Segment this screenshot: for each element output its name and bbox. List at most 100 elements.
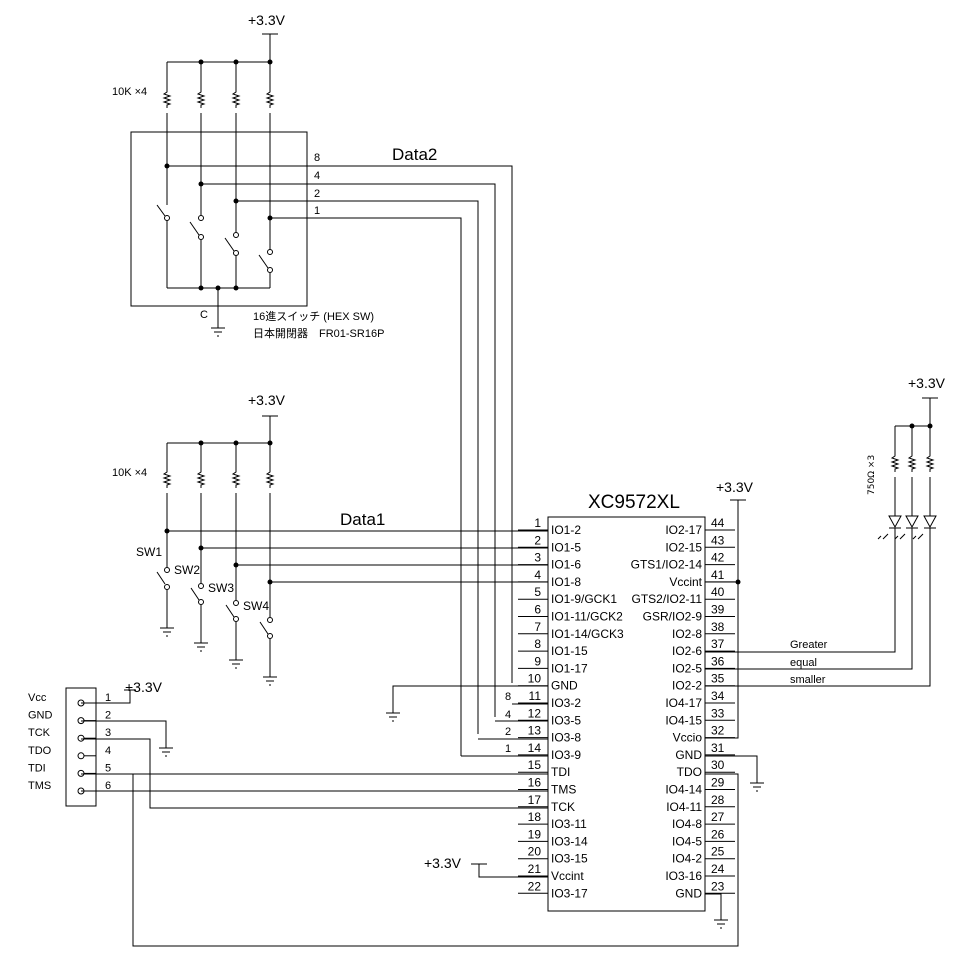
chip-left-pin-number: 16 xyxy=(528,776,542,790)
chip-left-pin-number: 20 xyxy=(528,845,542,859)
jtag-signal-name: TDO xyxy=(28,745,52,757)
chip-left-pin-number: 22 xyxy=(528,879,542,893)
chip-left-pin-number: 7 xyxy=(534,620,541,634)
data2-label: Data2 xyxy=(392,145,437,164)
jtag-signal-name: Vcc xyxy=(28,692,47,704)
hex-pin-4: 4 xyxy=(314,170,320,182)
chip-right-pin-number: 28 xyxy=(711,793,725,807)
led-section: +3.3V 750Ω ×3 Greater equal smaller xyxy=(705,375,946,687)
jtag-pin-number: 1 xyxy=(105,692,111,704)
chip-right-pin-label: IO2-6 xyxy=(672,644,702,658)
jtag-pin-number: 4 xyxy=(105,745,111,757)
chip-right-pin-number: 31 xyxy=(711,741,725,755)
chip-right-pin-number: 29 xyxy=(711,776,725,790)
chip-left-pin-label: IO1-2 xyxy=(551,523,581,537)
chip-right-pin-label: GND xyxy=(675,748,702,762)
jtag-signal-name: TMS xyxy=(28,780,51,792)
vcc-label: +3.3V xyxy=(125,679,163,695)
chip-right-pin-label: IO4-5 xyxy=(672,834,702,848)
chip-left-pin-label: IO3-2 xyxy=(551,696,581,710)
resistor-label-led: 750Ω ×3 xyxy=(867,455,877,495)
jtag-signal-name: TCK xyxy=(28,727,51,739)
chip-right-pin-label: IO4-2 xyxy=(672,852,702,866)
chip-right-pin-number: 34 xyxy=(711,689,725,703)
vcc-label: +3.3V xyxy=(908,375,946,391)
chip-left-pin-number: 11 xyxy=(529,689,542,703)
jtag-signal-name: GND xyxy=(28,710,53,722)
chip-left-pin-label: IO3-15 xyxy=(551,852,588,866)
chip-body xyxy=(547,516,706,912)
chip-left-pin-label: IO3-11 xyxy=(551,817,587,831)
jtag-pin-number: 3 xyxy=(105,727,111,739)
greater-label: Greater xyxy=(790,639,828,651)
data2-pin-2: 2 xyxy=(505,726,511,738)
chip-left-pin-label: IO1-17 xyxy=(551,661,588,675)
chip-right-pin-number: 30 xyxy=(711,758,725,772)
chip-right-pin-label: GND xyxy=(675,886,702,900)
data2-pin-4: 4 xyxy=(505,709,511,721)
chip-right-pin-label: IO4-14 xyxy=(665,783,702,797)
jtag-pin-hole xyxy=(77,769,85,777)
vcc-label: +3.3V xyxy=(248,12,286,28)
chip-left-pin-label: TMS xyxy=(551,783,576,797)
vcc-label: +3.3V xyxy=(716,479,754,495)
hex-pin-1: 1 xyxy=(314,205,320,217)
chip-right-pin-number: 37 xyxy=(711,637,725,651)
chip-left-pin-label: IO3-5 xyxy=(551,713,581,727)
vcc-label: +3.3V xyxy=(424,855,462,871)
hex-desc-1: 16進スイッチ (HEX SW) xyxy=(253,310,374,323)
hex-internal-switches xyxy=(156,166,273,337)
chip-right-pin-number: 38 xyxy=(711,620,725,634)
jtag-signal-name: TDI xyxy=(28,762,46,774)
chip-left-pin-number: 9 xyxy=(534,654,541,668)
chip-left-pin-label: IO3-8 xyxy=(551,731,581,745)
chip-right-pin-label: IO2-5 xyxy=(672,661,702,675)
sw4-label: SW4 xyxy=(243,599,269,613)
chip-left-pin-number: 4 xyxy=(534,568,541,582)
jtag-pin-number: 2 xyxy=(105,710,111,722)
data2-pin-1: 1 xyxy=(505,743,511,755)
chip-right-pin-number: 26 xyxy=(711,827,725,841)
resistor-label-mid: 10K ×4 xyxy=(112,467,147,479)
chip-left-pin-label: IO1-6 xyxy=(551,558,581,572)
sw2-label: SW2 xyxy=(174,563,200,577)
equal-label: equal xyxy=(790,657,817,669)
smaller-label: smaller xyxy=(790,674,826,686)
chip-left-pin-number: 19 xyxy=(528,827,542,841)
chip-left-pin-number: 14 xyxy=(528,741,542,755)
chip-left-pin-number: 6 xyxy=(534,603,541,617)
chip-left-pin-number: 5 xyxy=(534,585,541,599)
chip-left-pin-label: IO1-15 xyxy=(551,644,588,658)
jtag-box xyxy=(65,687,97,807)
chip-left-pin-label: IO1-11/GCK2 xyxy=(551,610,623,624)
chip-right-pin-label: IO4-15 xyxy=(665,713,702,727)
chip-right-pin-label: GTS1/IO2-14 xyxy=(631,558,703,572)
jtag-pin-number: 5 xyxy=(105,762,111,774)
chip-right-pin-label: Vccint xyxy=(669,575,702,589)
chip-left-pin-label: IO3-14 xyxy=(551,834,588,848)
chip-left-pin-number: 2 xyxy=(534,533,541,547)
chip-name: XC9572XL xyxy=(588,492,680,513)
chip-right-pin-label: IO2-15 xyxy=(665,540,702,554)
jtag-pin-hole xyxy=(77,752,85,760)
chip-right-pin-label: Vccio xyxy=(673,731,703,745)
chip-right-pin-number: 33 xyxy=(711,706,725,720)
chip-left-pin-number: 18 xyxy=(528,810,542,824)
chip-left-pin-number: 10 xyxy=(528,672,542,686)
hex-switch-section: +3.3V 10K ×4 xyxy=(112,12,513,756)
chip-left-pin-number: 13 xyxy=(528,724,542,738)
hex-pin-8: 8 xyxy=(314,152,320,164)
chip-right-pin-number: 39 xyxy=(711,603,725,617)
chip-left-pin-label: GND xyxy=(551,679,578,693)
chip-left-pin-label: IO1-9/GCK1 xyxy=(551,592,617,606)
data1-label: Data1 xyxy=(340,510,385,529)
chip-right-pin-label: IO2-2 xyxy=(672,679,702,693)
data1-switch-section: +3.3V 10K ×4 Data1 SW1 SW2 SW3 SW4 xyxy=(112,392,548,686)
chip-right-pin-label: IO3-16 xyxy=(665,869,702,883)
chip-right-pin-number: 43 xyxy=(711,533,725,547)
resistor-label-top: 10K ×4 xyxy=(112,86,147,98)
chip-left-pin-label: TCK xyxy=(551,800,575,814)
